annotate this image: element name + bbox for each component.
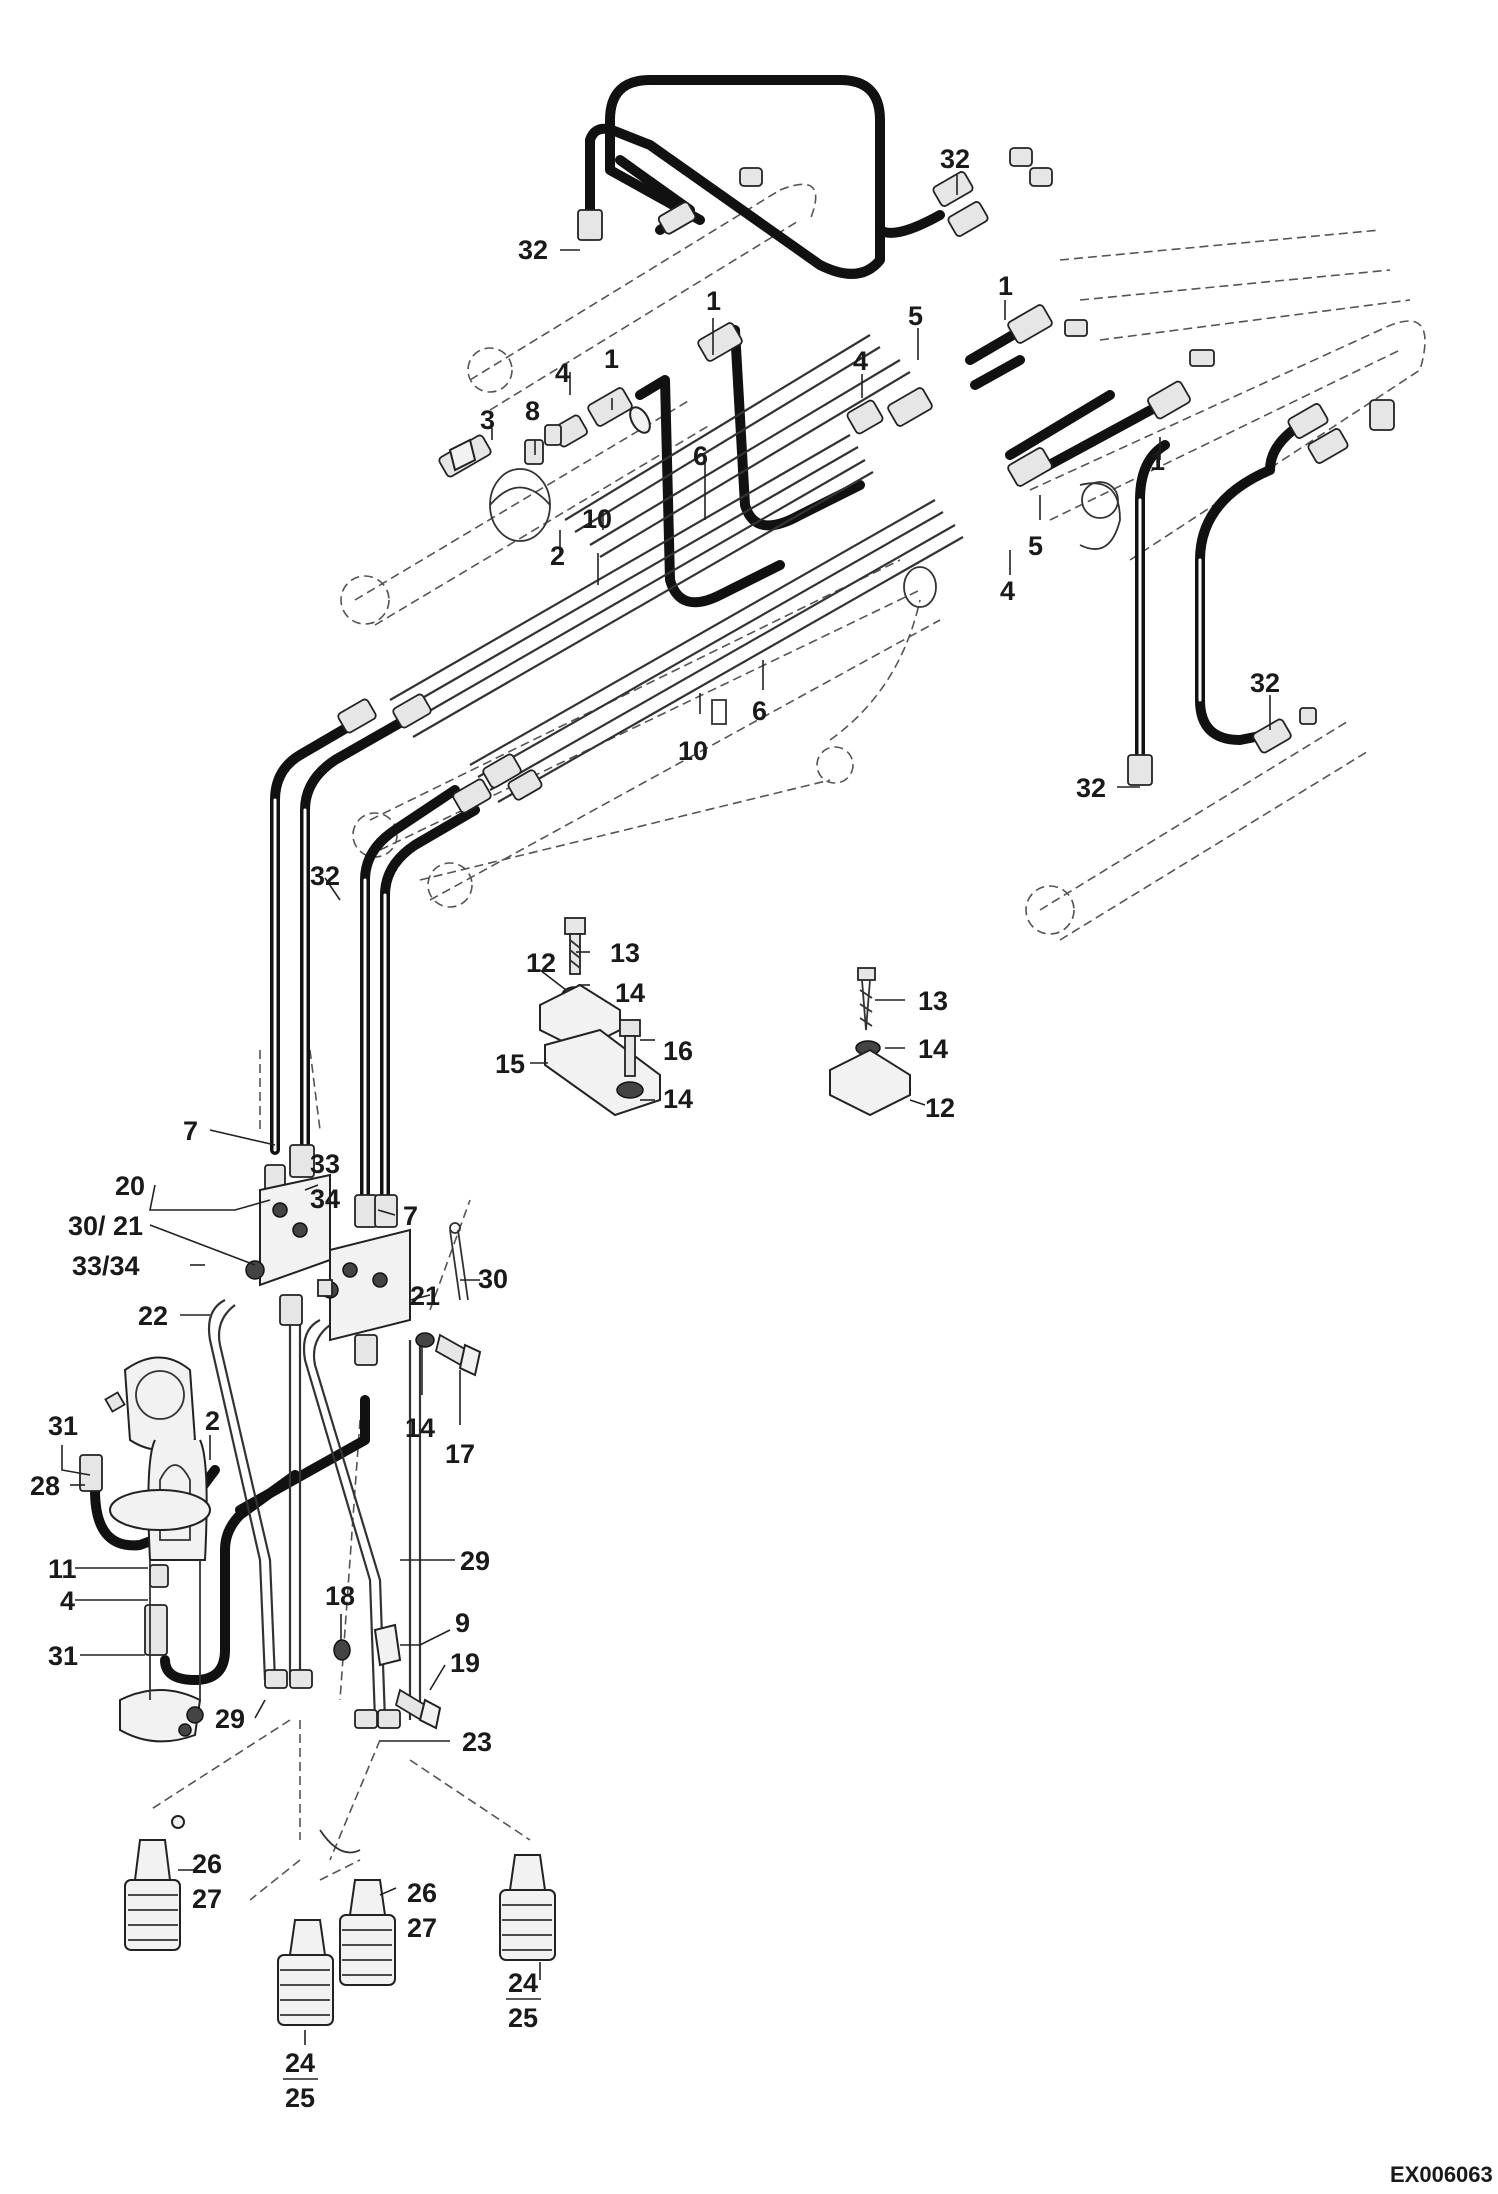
callout-7-a: 7 <box>183 1116 198 1146</box>
callout-15: 15 <box>495 1049 525 1079</box>
callout-6-a: 6 <box>693 441 708 471</box>
callout-29-b: 29 <box>215 1704 245 1734</box>
callout-28: 28 <box>30 1471 60 1501</box>
callout-34: 34 <box>310 1184 340 1214</box>
callout-2-b: 2 <box>205 1406 220 1436</box>
fraction-bars <box>283 1998 541 2080</box>
clamp-bracket-group-middle <box>539 917 661 1117</box>
callout-10-b: 10 <box>678 736 708 766</box>
callout-4-b: 4 <box>853 346 868 376</box>
callout-1-a: 1 <box>706 286 721 316</box>
callout-32-right-b: 32 <box>1076 773 1106 803</box>
small-parts <box>171 406 1121 1854</box>
callout-32-left: 32 <box>310 861 340 891</box>
callout-5-b: 5 <box>1028 531 1043 561</box>
callout-4-c: 4 <box>1000 576 1015 606</box>
callout-5-a: 5 <box>908 301 923 331</box>
callout-9: 9 <box>455 1608 470 1638</box>
callout-4-a: 4 <box>555 358 570 388</box>
callout-6-b: 6 <box>752 696 767 726</box>
callout-24-b: 24 <box>508 1968 538 1998</box>
callout-23: 23 <box>462 1727 492 1757</box>
callout-29-a: 29 <box>460 1546 490 1576</box>
callout-1-c: 1 <box>998 271 1013 301</box>
callout-33-34: 33/34 <box>72 1251 140 1281</box>
callout-3: 3 <box>480 405 495 435</box>
callout-14-c: 14 <box>918 1034 948 1064</box>
callout-14-a: 14 <box>615 978 645 1008</box>
callout-30-21: 30/ 21 <box>68 1211 143 1241</box>
callout-2-a: 2 <box>550 541 565 571</box>
hose-highlights <box>273 498 1202 1202</box>
callout-24-a: 24 <box>285 2048 315 2078</box>
callout-27-a: 27 <box>192 1884 222 1914</box>
callout-32-topright: 32 <box>940 144 970 174</box>
callout-17: 17 <box>445 1439 475 1469</box>
drawing-reference: EX006063 <box>1390 2162 1493 2187</box>
leader-lines <box>61 175 1271 2045</box>
callout-20: 20 <box>115 1171 145 1201</box>
callout-33: 33 <box>310 1149 340 1179</box>
callout-1-b: 1 <box>604 344 619 374</box>
callout-31-a: 31 <box>48 1411 78 1441</box>
callout-19: 19 <box>450 1648 480 1678</box>
callout-18: 18 <box>325 1581 355 1611</box>
callout-31-b: 31 <box>48 1641 78 1671</box>
callout-27-b: 27 <box>407 1913 437 1943</box>
callout-12-a: 12 <box>526 948 556 978</box>
callout-25-b: 25 <box>508 2003 538 2033</box>
callout-10-a: 10 <box>582 504 612 534</box>
callout-25-a: 25 <box>285 2083 315 2113</box>
callout-21: 21 <box>410 1281 440 1311</box>
callout-30: 30 <box>478 1264 508 1294</box>
callout-11: 11 <box>48 1554 77 1584</box>
callout-1-d: 1 <box>1150 446 1165 476</box>
callout-4-d: 4 <box>60 1586 75 1616</box>
clamp-bracket-group-right <box>829 967 911 1117</box>
swivel-assembly <box>104 1356 211 1743</box>
bolts-and-rod <box>333 1222 482 1730</box>
callout-14-b: 14 <box>663 1084 693 1114</box>
ghost-outlines <box>149 183 1426 1901</box>
fittings <box>79 147 1395 1729</box>
callout-32-right-a: 32 <box>1250 668 1280 698</box>
callout-16: 16 <box>663 1036 693 1066</box>
callout-8: 8 <box>525 396 540 426</box>
callout-26-b: 26 <box>407 1878 437 1908</box>
callout-26-a: 26 <box>192 1849 222 1879</box>
callout-labels: 32 32 1 1 1 1 4 4 4 5 5 3 8 2 2 6 6 10 1… <box>30 144 1280 2113</box>
callout-13-b: 13 <box>918 986 948 1016</box>
quick-couplers <box>124 1839 556 2026</box>
callout-12-b: 12 <box>925 1093 955 1123</box>
callout-13-a: 13 <box>610 938 640 968</box>
callout-7-b: 7 <box>403 1201 418 1231</box>
callout-22: 22 <box>138 1301 168 1331</box>
valve-block <box>245 1173 411 1342</box>
callout-32-top: 32 <box>518 235 548 265</box>
rigid-tubes <box>207 334 964 1721</box>
callout-14-d: 14 <box>405 1413 435 1443</box>
